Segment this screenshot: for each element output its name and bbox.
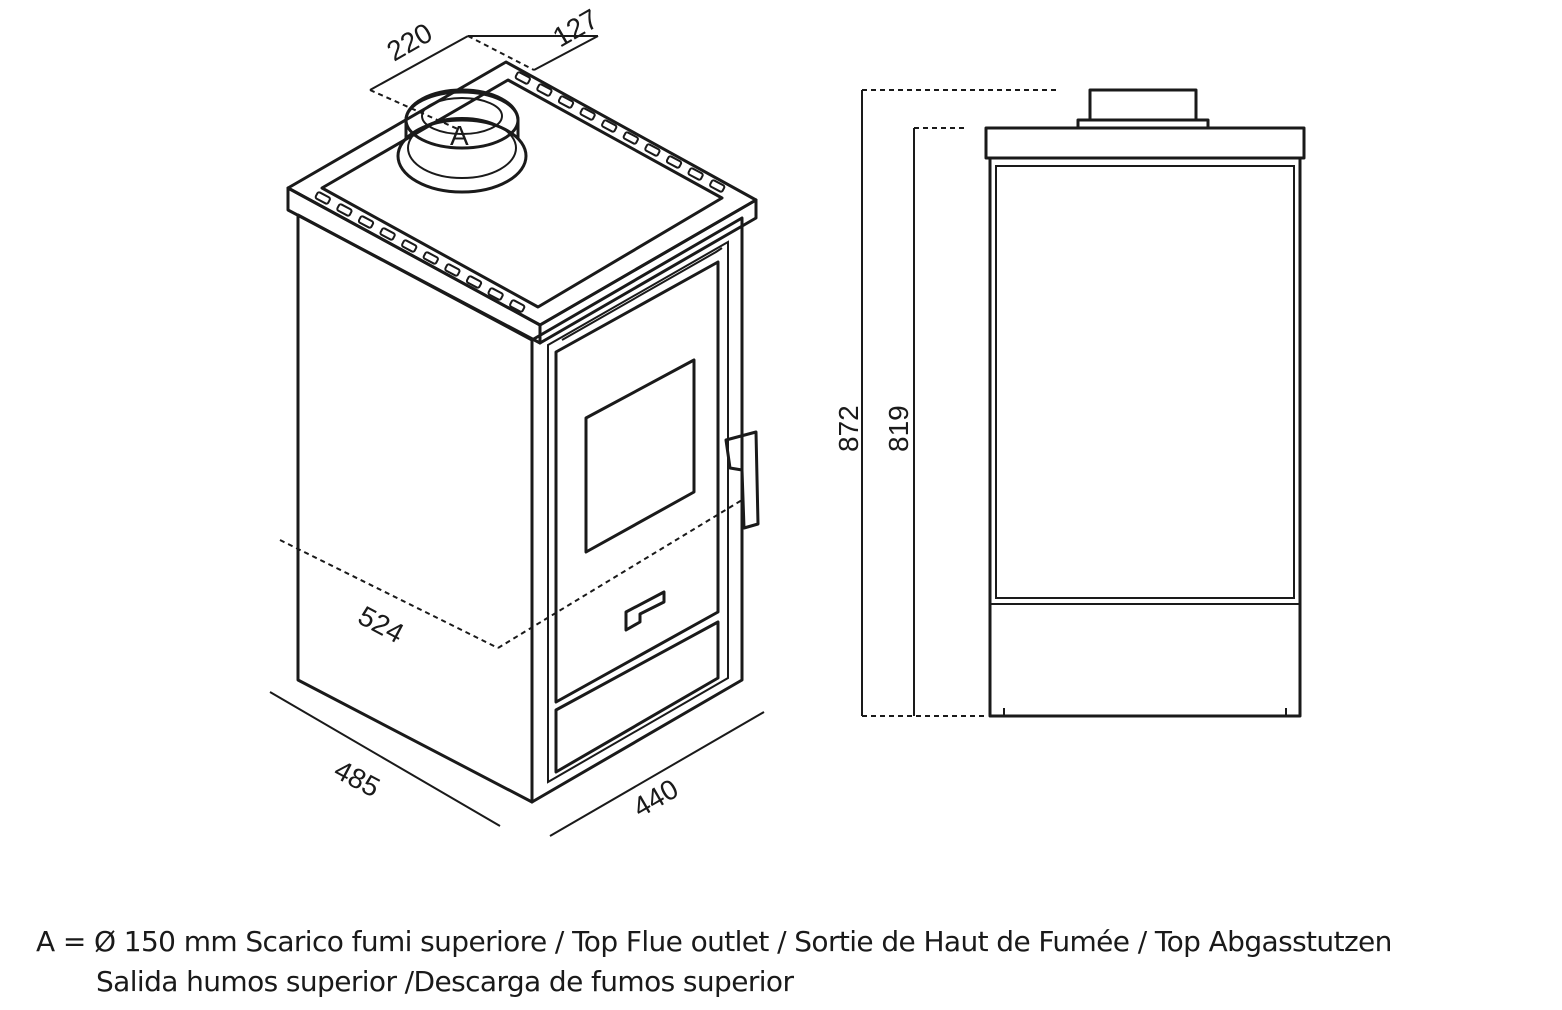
vent-slot [487,287,504,301]
door-top-edge [561,247,723,341]
dim-485-label: 485 [329,754,385,803]
vent-slot [422,251,439,265]
vent-slot [557,95,575,109]
vent-slot [579,107,596,121]
vent-slot [665,155,683,169]
door-window [584,358,696,554]
door-handle [724,430,760,530]
top-plate-edge-left [286,186,542,345]
dim-line-485 [269,691,501,827]
vent-slot [357,215,375,229]
dim-line-127 [533,35,599,71]
dim-127-label: 127 [548,3,604,53]
ash-drawer [554,620,720,774]
dim-line-524-a [279,539,499,649]
vent-slot [622,131,639,145]
vent-slot [336,203,353,217]
caption-line-2: Salida humos superior /Descarga de fumos… [96,965,794,998]
front-panel [995,165,1295,599]
vent-slot [509,299,526,313]
vent-slot [709,179,726,193]
fire-door [554,260,720,704]
vent-slot [514,71,531,85]
vent-slot [687,167,704,181]
dim-220-label: 220 [382,17,438,67]
isometric-view: A 220 127 524 485 440 [269,3,765,837]
drawer-handle [624,590,666,632]
caption-line-1: A = Ø 150 mm Scarico fumi superiore / To… [36,925,1392,958]
vent-slot [401,239,418,253]
vent-slot [465,275,483,289]
dim-line-524-b [497,499,743,649]
front-flue-collar [1088,88,1198,122]
dim-line-220 [369,35,469,91]
dim-line-220-ref [369,89,461,131]
vent-slot [536,83,553,97]
front-view: 872 819 [833,88,1306,718]
front-inner-frame [547,240,729,784]
flue-caption: A = Ø 150 mm Scarico fumi superiore / To… [36,922,1536,1002]
flue-collar [396,88,528,194]
top-plate [286,60,758,327]
hob-vents-right [514,71,726,193]
vent-slot [314,191,331,205]
front-top-plate [984,126,1306,160]
top-plate-inner [320,78,724,309]
vent-slot [379,227,396,241]
flue-marker-label: A [450,120,469,151]
dim-line-440 [549,711,765,837]
dim-line-127-ref [467,35,535,71]
dim-440-label: 440 [628,773,684,823]
front-frame [530,216,744,804]
vent-slot [444,263,461,277]
vent-slot [644,143,661,157]
dim-872-label: 872 [833,405,864,452]
dim-819-label: 819 [883,405,914,452]
front-body [988,156,1302,718]
dim-524-label: 524 [353,600,409,649]
vent-slot [601,119,618,133]
hob-vents-left [314,191,526,313]
